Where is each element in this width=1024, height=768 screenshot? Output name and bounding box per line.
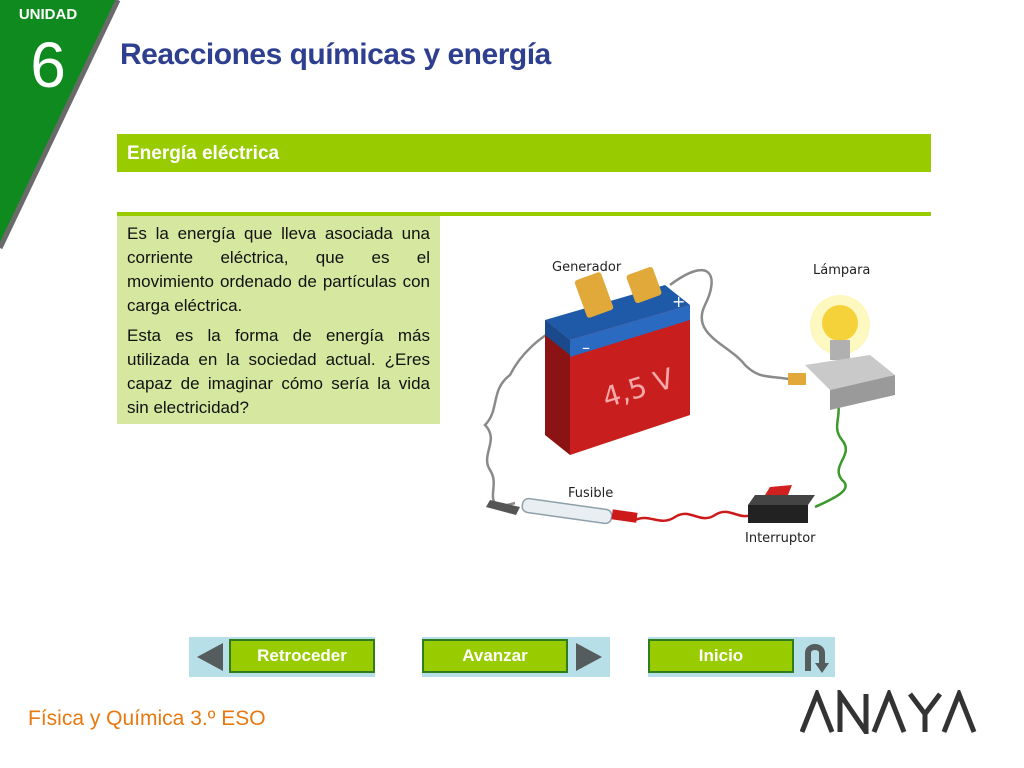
battery-minus-label: – bbox=[582, 338, 590, 357]
circuit-diagram: – + 4,5 V Generador Lámpara Fusible Inte… bbox=[483, 260, 895, 546]
unit-badge: UNIDAD 6 bbox=[0, 0, 125, 250]
unit-label: UNIDAD bbox=[18, 6, 78, 23]
lamp bbox=[788, 295, 895, 410]
forward-button[interactable]: Avanzar bbox=[422, 639, 568, 673]
label-lamp: Lámpara bbox=[813, 263, 870, 278]
section-divider bbox=[117, 212, 931, 216]
content-paragraph: Es la energía que lleva asociada una cor… bbox=[127, 224, 430, 315]
anaya-logo bbox=[800, 690, 977, 734]
wire-grey-left bbox=[483, 323, 566, 509]
wire-red bbox=[634, 510, 756, 522]
nav-back-group: Retroceder bbox=[189, 637, 375, 677]
home-button[interactable]: Inicio bbox=[648, 639, 794, 673]
wire-grey-top bbox=[669, 268, 796, 382]
triangle-right-icon[interactable] bbox=[570, 637, 608, 677]
nav-forward-group: Avanzar bbox=[422, 637, 610, 677]
wire-green bbox=[814, 394, 848, 509]
section-title: Energía eléctrica bbox=[127, 143, 280, 164]
nav-home-group: Inicio bbox=[648, 637, 835, 677]
unit-number: 6 bbox=[30, 29, 66, 101]
back-button[interactable]: Retroceder bbox=[229, 639, 375, 673]
switch-interruptor bbox=[748, 485, 815, 523]
content-paragraph: Esta es la forma de energía más utilizad… bbox=[127, 326, 430, 417]
content-text-box: Es la energía que lleva asociada una cor… bbox=[117, 216, 440, 424]
battery-generator: – + 4,5 V bbox=[545, 266, 690, 455]
page-title: Reacciones químicas y energía bbox=[120, 38, 551, 71]
u-turn-arrow-icon[interactable] bbox=[796, 637, 834, 677]
triangle-left-icon[interactable] bbox=[191, 637, 229, 677]
battery-plus-label: + bbox=[672, 292, 685, 311]
fuse bbox=[486, 497, 638, 525]
section-header: Energía eléctrica bbox=[117, 134, 931, 172]
label-switch: Interruptor bbox=[745, 531, 816, 546]
footer-subject: Física y Química 3.º ESO bbox=[28, 707, 266, 730]
unit-badge-shape bbox=[0, 0, 121, 250]
label-generator: Generador bbox=[552, 260, 622, 275]
label-fuse: Fusible bbox=[568, 486, 613, 501]
